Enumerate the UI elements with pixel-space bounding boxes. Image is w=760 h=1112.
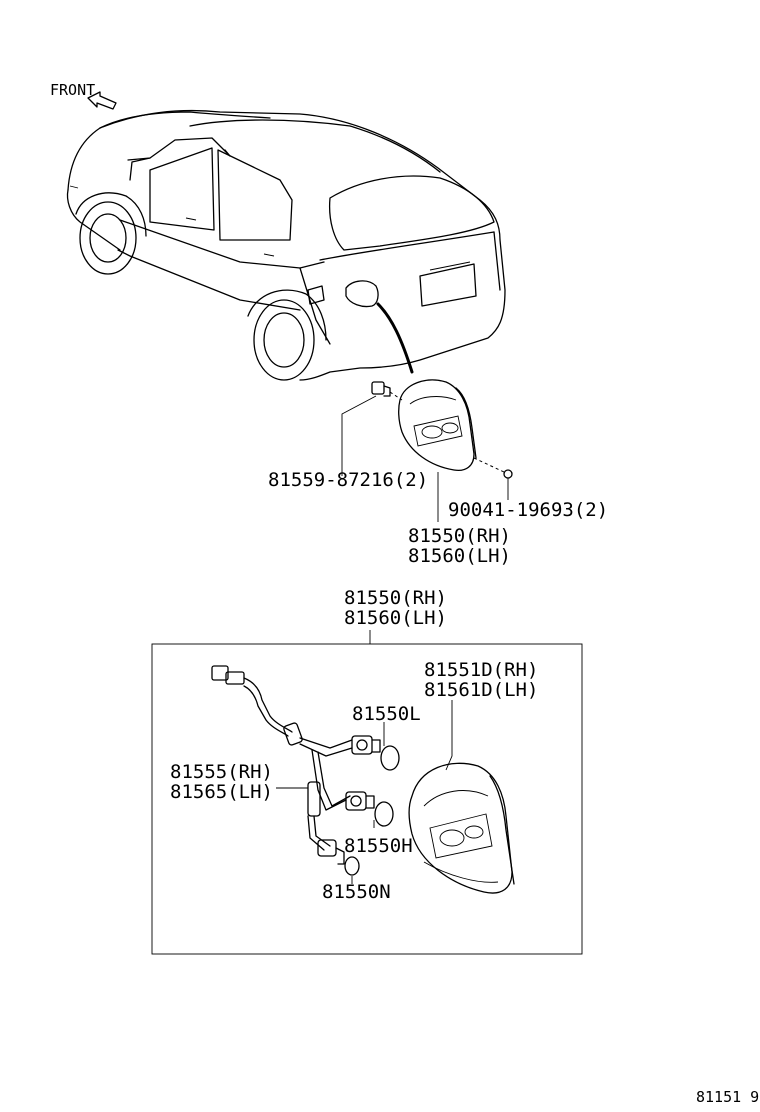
- label-lens-rh: 81551D(RH): [424, 659, 538, 681]
- front-arrow-icon: [87, 91, 117, 110]
- lens-part: [408, 762, 515, 894]
- bulb-l: [351, 735, 400, 771]
- figure-id: 81151 9B: [696, 1088, 760, 1106]
- label-lamp-rh: 81550(RH): [408, 525, 511, 547]
- bulb-n: [317, 839, 360, 876]
- front-label: FRONT: [50, 81, 95, 99]
- label-bulb-l: 81550L: [352, 703, 421, 725]
- tail-lamp-assembly-top: [341, 379, 513, 522]
- nut-part: [473, 457, 513, 479]
- vehicle-illustration: [66, 109, 506, 381]
- front-indicator: FRONT: [50, 81, 117, 110]
- label-socket-lh: 81565(LH): [170, 781, 273, 803]
- wiring-harness: [211, 665, 353, 851]
- label-box-lh: 81560(LH): [344, 607, 447, 629]
- label-bulb-n: 81550N: [322, 881, 391, 903]
- detail-box: [151, 643, 583, 955]
- bulb-h: [345, 791, 394, 827]
- label-bulb-h: 81550H: [344, 835, 413, 857]
- clip-part: [371, 381, 403, 401]
- label-lamp-lh: 81560(LH): [408, 545, 511, 567]
- label-clip: 81559-87216(2): [268, 469, 428, 491]
- label-box-rh: 81550(RH): [344, 587, 447, 609]
- label-lens-lh: 81561D(LH): [424, 679, 538, 701]
- label-socket-rh: 81555(RH): [170, 761, 273, 783]
- label-nut: 90041-19693(2): [448, 499, 608, 521]
